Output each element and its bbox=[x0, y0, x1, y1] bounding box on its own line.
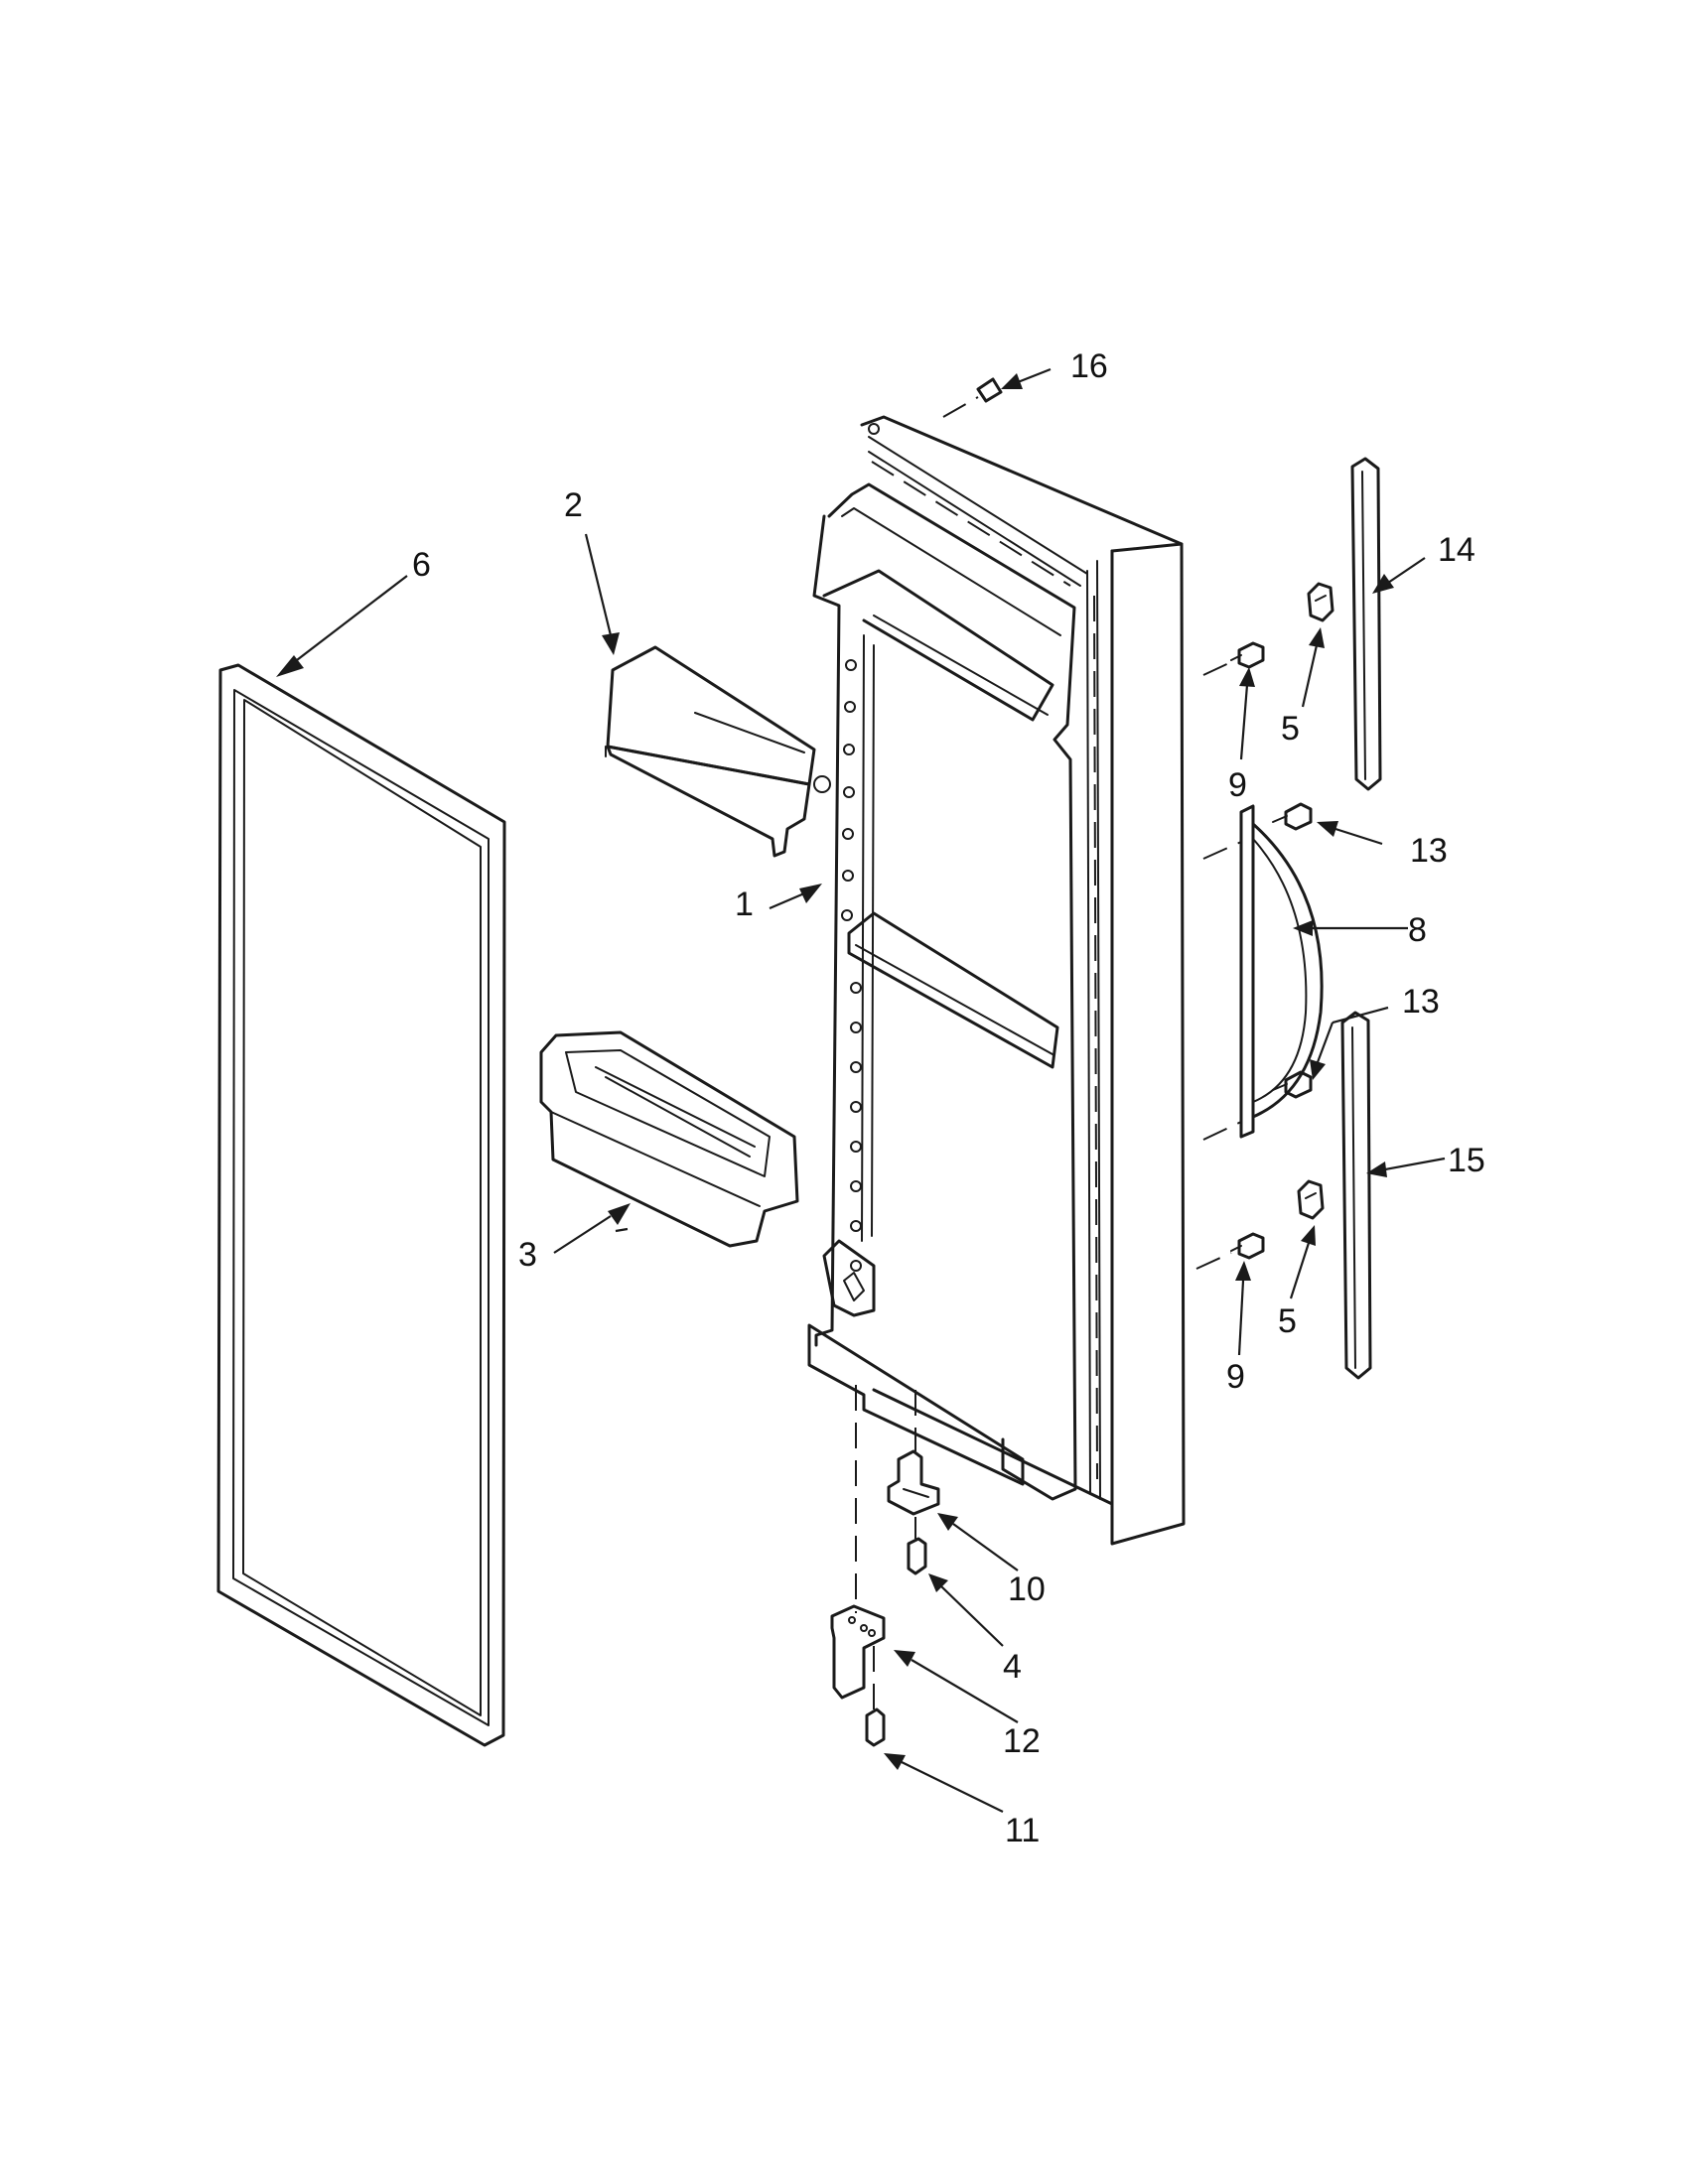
door-shelf-bin bbox=[539, 1030, 799, 1248]
callout-10: 10 bbox=[1008, 1570, 1046, 1608]
callout-13-upper: 13 bbox=[1410, 832, 1448, 870]
callout-6: 6 bbox=[412, 546, 431, 584]
hinge-pin bbox=[887, 1449, 940, 1516]
upper-trim-strip bbox=[1350, 457, 1382, 791]
trim-screw-upper bbox=[1202, 641, 1265, 676]
door-assembly bbox=[807, 415, 1186, 1546]
lower-trim-strip bbox=[1340, 1011, 1372, 1380]
door-handle bbox=[1202, 804, 1324, 1141]
callout-15: 15 bbox=[1448, 1142, 1485, 1179]
callout-leaders bbox=[276, 367, 1446, 1813]
callout-4: 4 bbox=[1003, 1648, 1022, 1686]
callout-9-upper: 9 bbox=[1228, 766, 1247, 804]
callout-12: 12 bbox=[1003, 1722, 1041, 1760]
dairy-compartment-door bbox=[605, 645, 831, 858]
trim-clip-lower bbox=[1297, 1179, 1325, 1220]
callout-11: 11 bbox=[1005, 1812, 1040, 1849]
trim-screw-lower bbox=[1195, 1232, 1265, 1270]
door-gasket bbox=[216, 663, 506, 1747]
callout-2: 2 bbox=[564, 486, 583, 524]
assembly-lines bbox=[855, 1385, 916, 1709]
callout-13-lower: 13 bbox=[1402, 983, 1440, 1021]
callout-8: 8 bbox=[1408, 911, 1427, 949]
callout-labels: 6 2 1 3 16 14 5 9 13 8 13 15 5 9 10 4 12… bbox=[412, 347, 1485, 1849]
handle-screw-lower bbox=[1272, 1070, 1313, 1099]
callout-16: 16 bbox=[1070, 347, 1108, 385]
callout-9-lower: 9 bbox=[1226, 1358, 1245, 1396]
callout-5-upper: 5 bbox=[1281, 710, 1300, 748]
callout-14: 14 bbox=[1438, 531, 1475, 569]
callout-3: 3 bbox=[518, 1236, 537, 1274]
door-plug bbox=[942, 377, 1003, 418]
bracket-screw bbox=[865, 1707, 886, 1747]
hinge-screw bbox=[907, 1537, 927, 1575]
handle-screw-upper bbox=[1272, 802, 1313, 831]
callout-1: 1 bbox=[735, 886, 754, 923]
callout-5-lower: 5 bbox=[1278, 1302, 1297, 1340]
hinge-bracket bbox=[830, 1604, 886, 1700]
trim-clip-upper bbox=[1307, 582, 1334, 622]
